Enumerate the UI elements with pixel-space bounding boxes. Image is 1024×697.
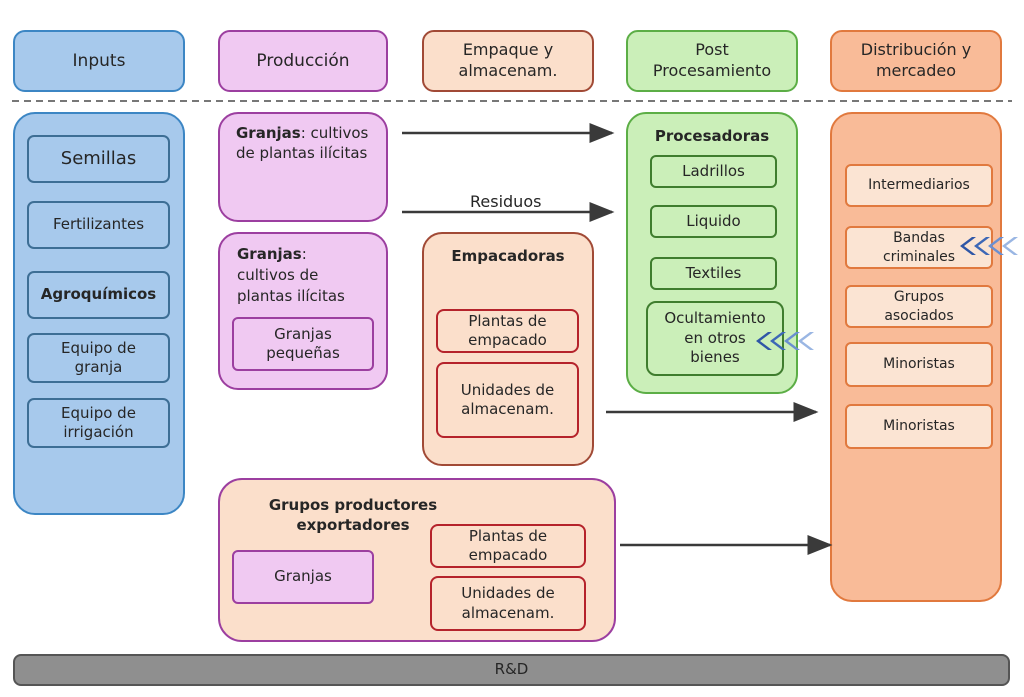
exportadores-granjas: Granjas: [232, 550, 374, 604]
header-inputs: Inputs: [13, 30, 185, 92]
input-equipo-granja: Equipo de granja: [27, 333, 170, 383]
header-post-procesamiento: Post Procesamiento: [626, 30, 798, 92]
header-produccion: Producción: [218, 30, 388, 92]
procesadoras-ladrillos: Ladrillos: [650, 155, 777, 188]
empacadoras-unidades: Unidades de almacenam.: [436, 362, 579, 438]
distribucion-minoristas-1: Minoristas: [845, 342, 993, 387]
residuos-label: Residuos: [470, 192, 542, 211]
rd-bar: R&D: [13, 654, 1010, 686]
chevron-icon-ocultamiento: [756, 332, 814, 350]
input-fertilizantes: Fertilizantes: [27, 201, 170, 249]
produccion-granjas-box-1: [218, 112, 388, 222]
procesadoras-title: Procesadoras: [654, 127, 770, 145]
exportadores-plantas: Plantas de empacado: [430, 524, 586, 568]
distribucion-intermediarios: Intermediarios: [845, 164, 993, 207]
input-semillas: Semillas: [27, 135, 170, 183]
procesadoras-ocultamiento: Ocultamiento en otros bienes: [646, 301, 784, 376]
procesadoras-liquido: Liquido: [650, 205, 777, 238]
empacadoras-title: Empacadoras: [451, 247, 565, 265]
header-empaque: Empaque y almacenam.: [422, 30, 594, 92]
input-equipo-irrigacion: Equipo de irrigación: [27, 398, 170, 448]
exportadores-title: Grupos productores exportadores: [268, 496, 438, 535]
header-distribucion: Distribución y mercadeo: [830, 30, 1002, 92]
produccion-granjas-label-2: Granjas: cultivos de plantas ilícitas: [237, 245, 345, 305]
produccion-granjas-label-1: Granjas: cultivos de plantas ilícitas: [236, 124, 369, 163]
distribucion-grupos: Grupos asociados: [845, 285, 993, 328]
empacadoras-plantas: Plantas de empacado: [436, 309, 579, 353]
distribucion-minoristas-2: Minoristas: [845, 404, 993, 449]
distribucion-bandas: Bandas criminales: [845, 226, 993, 269]
procesadoras-textiles: Textiles: [650, 257, 777, 290]
granjas-pequenas: Granjas pequeñas: [232, 317, 374, 371]
input-agroquimicos: Agroquímicos: [27, 271, 170, 319]
chevron-icon-bandas: [960, 237, 1018, 255]
exportadores-unidades: Unidades de almacenam.: [430, 576, 586, 631]
